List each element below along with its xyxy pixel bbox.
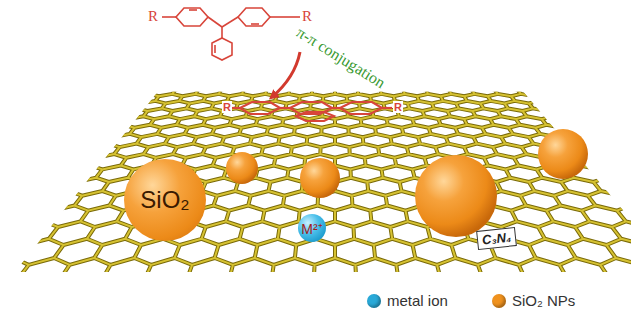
sio2-sphere	[415, 155, 497, 237]
metal-ion: M²⁺	[298, 214, 326, 242]
substituent-label: R	[222, 101, 232, 113]
legend-entry: SiO₂ NPs	[492, 292, 575, 309]
honeycomb-lattice	[0, 75, 631, 311]
adsorbed-molecule	[232, 102, 392, 121]
c3n4-sheet	[0, 75, 631, 311]
legend-swatch	[367, 294, 381, 308]
legend-swatch	[492, 294, 506, 308]
sio2-sphere	[226, 152, 258, 184]
substituent-label: R	[148, 8, 158, 25]
node-text: C₃N₄	[482, 229, 512, 247]
interaction-arrow	[272, 52, 300, 97]
substituent-label: R	[393, 101, 403, 113]
triphenyl-molecule	[162, 8, 300, 60]
legend-entry: metal ion	[367, 292, 448, 309]
node-text: SiO₂	[140, 186, 189, 214]
sio2-sphere	[300, 158, 340, 198]
sio2-sphere	[538, 129, 588, 179]
honeycomb-lattice	[0, 75, 631, 311]
legend-text: metal ion	[387, 292, 448, 309]
node-text: M²⁺	[301, 219, 322, 238]
sio2-nanoparticle: SiO₂	[124, 159, 206, 241]
sheet-label: C₃N₄	[477, 227, 518, 250]
interaction-label: π-π conjugation	[293, 23, 388, 92]
legend-text: SiO₂ NPs	[512, 292, 575, 309]
substituent-label: R	[302, 8, 312, 25]
